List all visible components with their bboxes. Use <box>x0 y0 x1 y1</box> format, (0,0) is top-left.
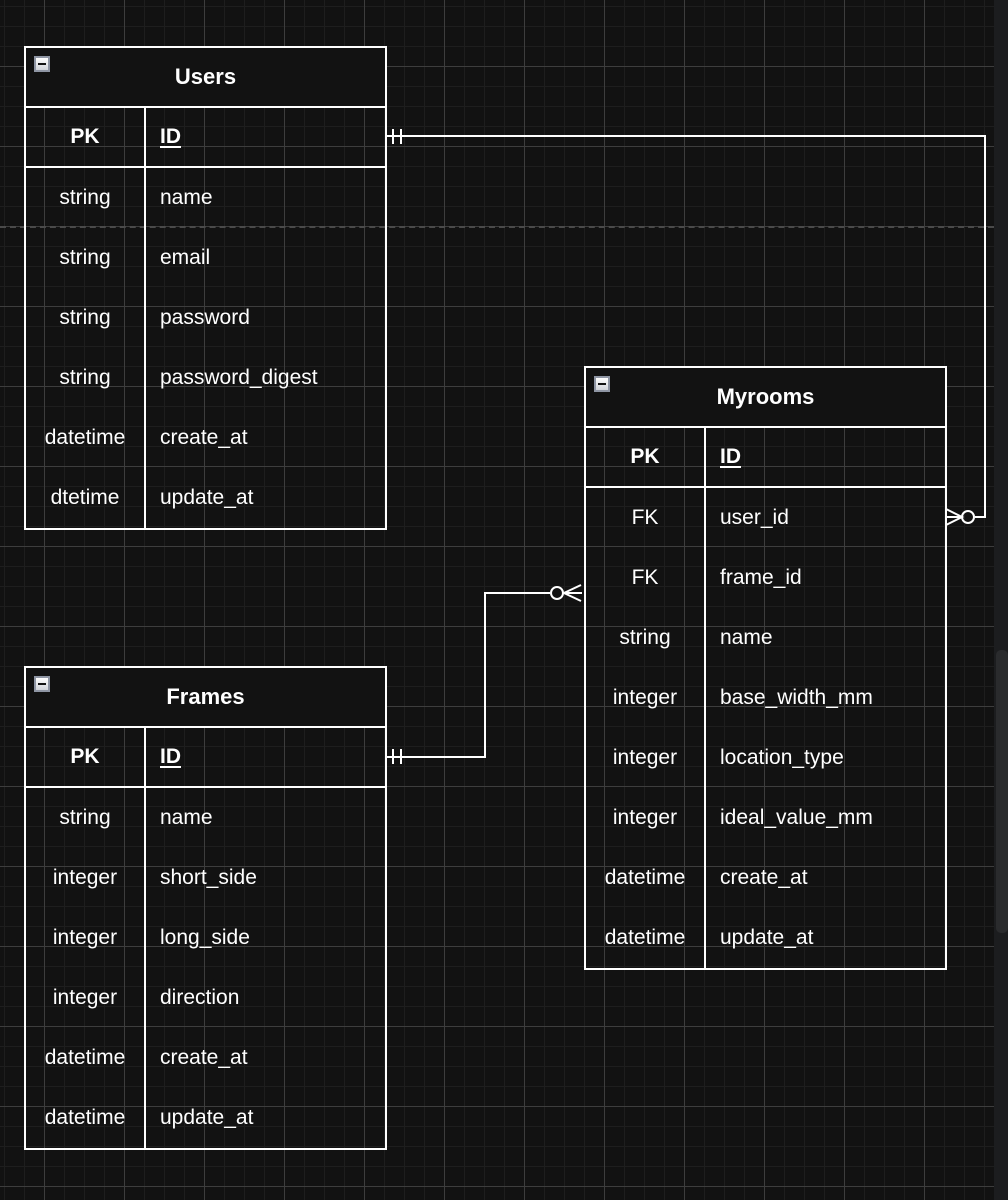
field-name: password <box>160 306 250 329</box>
field-row[interactable]: FK user_id <box>586 488 945 548</box>
field-type: dtetime <box>26 468 146 528</box>
field-name: location_type <box>720 746 844 769</box>
entity-title: Users <box>174 64 237 89</box>
field-name: update_at <box>720 926 814 949</box>
zero-optional-circle-icon <box>550 586 564 600</box>
field-row[interactable]: integer long_side <box>26 908 385 968</box>
field-row[interactable]: string name <box>26 168 385 228</box>
field-type: FK <box>586 548 706 608</box>
field-name: ID <box>160 745 181 768</box>
field-type: integer <box>586 788 706 848</box>
field-name: create_at <box>160 1046 248 1069</box>
field-row[interactable]: integer short_side <box>26 848 385 908</box>
vertical-scrollbar[interactable] <box>996 650 1008 933</box>
field-name: long_side <box>160 926 250 949</box>
field-type: datetime <box>26 408 146 468</box>
minus-square-icon[interactable] <box>594 376 610 392</box>
field-type: string <box>26 348 146 408</box>
field-name: frame_id <box>720 566 802 589</box>
field-name: name <box>160 806 213 829</box>
field-row[interactable]: string name <box>26 788 385 848</box>
minus-square-icon[interactable] <box>34 56 50 72</box>
field-type: integer <box>26 908 146 968</box>
field-name: short_side <box>160 866 257 889</box>
field-type: string <box>26 788 146 848</box>
entity-header[interactable]: Users <box>26 48 385 108</box>
primary-key-row[interactable]: PK ID <box>26 108 385 168</box>
field-type: string <box>26 288 146 348</box>
field-name: create_at <box>720 866 808 889</box>
field-name: password_digest <box>160 366 318 389</box>
field-row[interactable]: integer direction <box>26 968 385 1028</box>
field-type: integer <box>586 668 706 728</box>
relationship-users-myrooms[interactable] <box>386 129 986 526</box>
field-row[interactable]: datetime create_at <box>586 848 945 908</box>
field-row[interactable]: FK frame_id <box>586 548 945 608</box>
field-type: FK <box>586 488 706 548</box>
field-row[interactable]: datetime create_at <box>26 1028 385 1088</box>
field-name: name <box>160 186 213 209</box>
field-name: email <box>160 246 211 269</box>
key-label: PK <box>26 728 146 786</box>
entity-header[interactable]: Frames <box>26 668 385 728</box>
field-name: ID <box>720 445 741 468</box>
field-row[interactable]: dtetime update_at <box>26 468 385 528</box>
field-name: ideal_value_mm <box>720 806 873 829</box>
field-row[interactable]: integer ideal_value_mm <box>586 788 945 848</box>
field-name: update_at <box>160 1106 254 1129</box>
field-name: direction <box>160 986 240 1009</box>
minus-square-icon[interactable] <box>34 676 50 692</box>
field-row[interactable]: datetime update_at <box>26 1088 385 1148</box>
relationship-frames-myrooms[interactable] <box>386 584 582 764</box>
field-row[interactable]: string password_digest <box>26 348 385 408</box>
field-type: integer <box>26 848 146 908</box>
field-type: integer <box>586 728 706 788</box>
primary-key-row[interactable]: PK ID <box>586 428 945 488</box>
field-type: datetime <box>586 908 706 968</box>
field-name: ID <box>160 125 181 148</box>
field-name: name <box>720 626 773 649</box>
entity-title: Myrooms <box>716 384 815 409</box>
key-label: PK <box>26 108 146 166</box>
connector-line[interactable] <box>386 135 986 518</box>
field-row[interactable]: integer location_type <box>586 728 945 788</box>
field-row[interactable]: string name <box>586 608 945 668</box>
field-name: user_id <box>720 506 789 529</box>
field-row[interactable]: datetime update_at <box>586 908 945 968</box>
field-type: string <box>26 168 146 228</box>
field-row[interactable]: string password <box>26 288 385 348</box>
entity-header[interactable]: Myrooms <box>586 368 945 428</box>
field-type: string <box>26 228 146 288</box>
connector-line[interactable] <box>386 592 550 758</box>
field-row[interactable]: datetime create_at <box>26 408 385 468</box>
entity-title: Frames <box>166 684 245 709</box>
field-row[interactable]: integer base_width_mm <box>586 668 945 728</box>
field-name: update_at <box>160 486 254 509</box>
page-break-line <box>0 226 994 228</box>
field-name: base_width_mm <box>720 686 873 709</box>
field-type: datetime <box>26 1028 146 1088</box>
field-type: string <box>586 608 706 668</box>
entity-frames[interactable]: Frames PK ID string name integer short_side… <box>24 666 387 1150</box>
field-type: integer <box>26 968 146 1028</box>
primary-key-row[interactable]: PK ID <box>26 728 385 788</box>
field-name: create_at <box>160 426 248 449</box>
key-label: PK <box>586 428 706 486</box>
field-row[interactable]: string email <box>26 228 385 288</box>
field-type: datetime <box>26 1088 146 1148</box>
field-type: datetime <box>586 848 706 908</box>
